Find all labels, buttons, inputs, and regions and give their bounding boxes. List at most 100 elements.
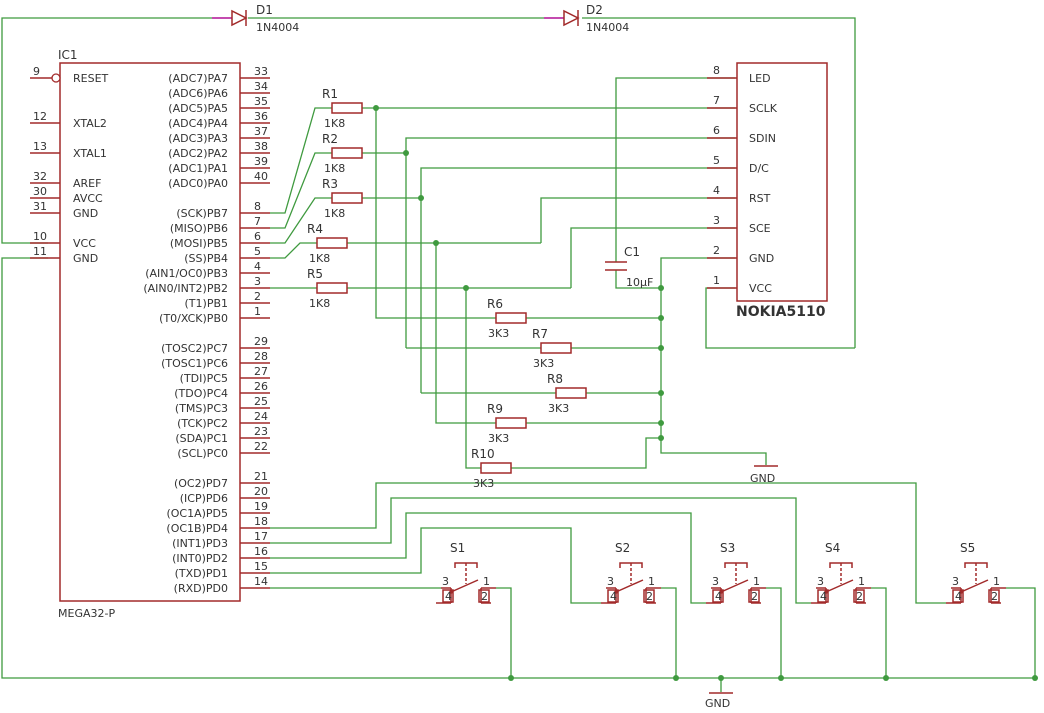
ic1-right-pin-number: 29: [254, 335, 268, 348]
ic1-right-pin-name: (ADC6)PA6: [168, 87, 228, 100]
lcd-pin-number: 8: [713, 64, 720, 77]
capacitor-c1: C1 10µF: [605, 245, 653, 289]
ic1-right-pin-name: (INT1)PD3: [172, 537, 228, 550]
ic1-left-pin-name: RESET: [73, 72, 109, 85]
ic1-right-pin-name: (TDI)PC5: [180, 372, 228, 385]
switch-pin-number: 3: [817, 575, 824, 588]
ic1-left-pin-name: AVCC: [73, 192, 103, 205]
switch-ref: S5: [960, 541, 975, 555]
ic1-right-pin-number: 35: [254, 95, 268, 108]
switch-pin-number: 2: [751, 590, 758, 603]
ic1-left-pin-number: 32: [33, 170, 47, 183]
switch-ref: S2: [615, 541, 630, 555]
diode-d2: D2 1N4004: [544, 3, 629, 34]
ic1-right-pin-name: (T0/XCK)PB0: [159, 312, 228, 325]
ic1-right-pin-number: 4: [254, 260, 261, 273]
junction-dot: [373, 105, 379, 111]
d2-ref: D2: [586, 3, 603, 17]
switch-pin-number: 4: [715, 590, 722, 603]
ic1-left-pin-number: 9: [33, 65, 40, 78]
ic1-right-pin-name: (TOSC2)PC7: [161, 342, 228, 355]
ic1-right-pin-number: 2: [254, 290, 261, 303]
ic1-left-pin-name: VCC: [73, 237, 96, 250]
ic1-right-pin-number: 38: [254, 140, 268, 153]
switch-pin-number: 2: [481, 590, 488, 603]
r10-ref: R10: [471, 447, 495, 461]
ic1-right-pin-number: 22: [254, 440, 268, 453]
ic1-right-pin-number: 18: [254, 515, 268, 528]
ic1-left-pin-name: GND: [73, 207, 98, 220]
junction-dot: [658, 315, 664, 321]
ic1-right-pin-name: (TCK)PC2: [177, 417, 228, 430]
ic1-right-pin-name: (ADC7)PA7: [168, 72, 228, 85]
lcd-pin-number: 4: [713, 184, 720, 197]
ic1-left-pin-name: XTAL1: [73, 147, 107, 160]
ic1-left-pin-name: AREF: [73, 177, 101, 190]
lcd-body: [736, 62, 828, 302]
junction-dot: [883, 675, 889, 681]
resistor-r9: R9 3K3: [487, 402, 527, 445]
ic1-left-pin-number: 10: [33, 230, 47, 243]
r6-ref: R6: [487, 297, 503, 311]
lcd-pin-number: 6: [713, 124, 720, 137]
lcd-pin-name: LED: [749, 72, 771, 85]
ic1-right-pin-name: (INT0)PD2: [172, 552, 228, 565]
lcd-name: NOKIA5110: [736, 304, 826, 320]
r7-ref: R7: [532, 327, 548, 341]
ic1-right-pin-name: (ICP)PD6: [180, 492, 228, 505]
resistor-r4: R4 1K8: [307, 222, 348, 265]
junction-dot: [463, 285, 469, 291]
lcd-nokia5110: NOKIA5110 8LED7SCLK6SDIN5D/C4RST3SCE2GND…: [707, 62, 828, 320]
r10-value: 3K3: [473, 477, 494, 490]
r5-value: 1K8: [309, 297, 330, 310]
switch-pin-number: 2: [856, 590, 863, 603]
lcd-pin-name: RST: [749, 192, 771, 205]
lcd-pin-number: 7: [713, 94, 720, 107]
resistor-r2: R2 1K8: [322, 132, 363, 175]
ic1-right-pin-number: 20: [254, 485, 268, 498]
ic1-left-pin-number: 12: [33, 110, 47, 123]
d1-ref: D1: [256, 3, 273, 17]
lcd-pin-number: 1: [713, 274, 720, 287]
ic1-right-pin-name: (ADC5)PA5: [168, 102, 228, 115]
ic1-body: [59, 62, 241, 602]
ic1-left-pin-number: 31: [33, 200, 47, 213]
ic1-right-pins: 33(ADC7)PA734(ADC6)PA635(ADC5)PA536(ADC4…: [143, 65, 270, 595]
switch-pin-number: 1: [993, 575, 1000, 588]
switch-pin-number: 1: [483, 575, 490, 588]
r4-ref: R4: [307, 222, 323, 236]
ic1-right-pin-name: (SCL)PC0: [177, 447, 228, 460]
ic1-right-pin-number: 7: [254, 215, 261, 228]
r9-value: 3K3: [488, 432, 509, 445]
ic1-left-pin-number: 13: [33, 140, 47, 153]
r5-ref: R5: [307, 267, 323, 281]
lcd-pin-name: D/C: [749, 162, 769, 175]
switch-pin-number: 4: [820, 590, 827, 603]
ic1-right-pin-name: (MISO)PB6: [170, 222, 228, 235]
lcd-pin-number: 2: [713, 244, 720, 257]
junction-dot: [658, 345, 664, 351]
r2-value: 1K8: [324, 162, 345, 175]
junction-dot: [508, 675, 514, 681]
switch-pin-number: 3: [712, 575, 719, 588]
ic1-left-pins: 9RESET12XTAL213XTAL132AREF30AVCC31GND10V…: [30, 65, 109, 265]
ic1-right-pin-name: (RXD)PD0: [174, 582, 228, 595]
r3-value: 1K8: [324, 207, 345, 220]
ic1-right-pin-name: (OC1A)PD5: [166, 507, 228, 520]
ic1-right-pin-number: 5: [254, 245, 261, 258]
wires: [1, 17, 1036, 692]
ic1-right-pin-number: 15: [254, 560, 268, 573]
ic1-right-pin-name: (SCK)PB7: [176, 207, 228, 220]
ic1-right-pin-number: 39: [254, 155, 268, 168]
ic1-right-pin-number: 40: [254, 170, 268, 183]
ic1-right-pin-number: 16: [254, 545, 268, 558]
reset-inversion-bubble: [51, 73, 61, 83]
ic1-left-pin-name: GND: [73, 252, 98, 265]
junction-dot: [658, 390, 664, 396]
lcd-pin-name: VCC: [749, 282, 772, 295]
ic1-right-pin-name: (AIN0/INT2)PB2: [143, 282, 228, 295]
resistor-r1: R1 1K8: [322, 87, 363, 130]
